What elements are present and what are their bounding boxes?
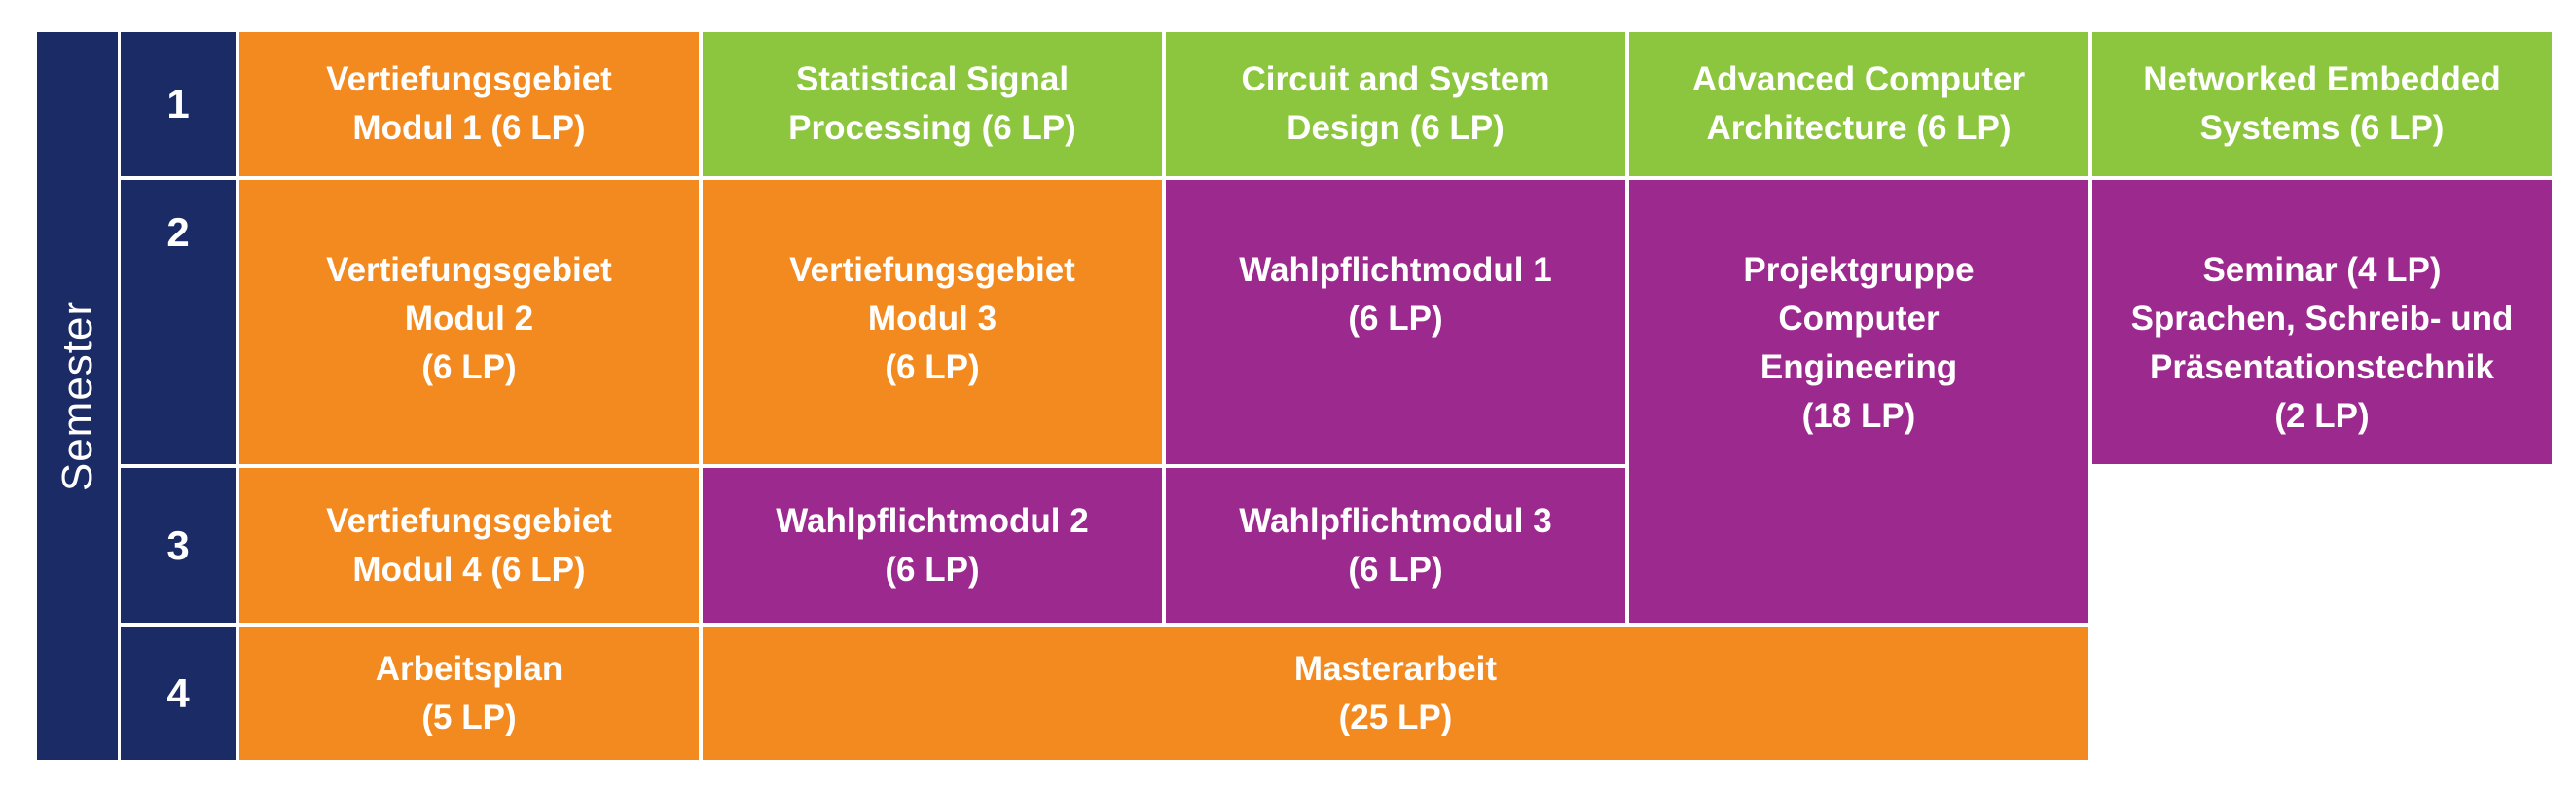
module-line: (18 LP) — [1801, 397, 1916, 435]
semester-number-2-label: 2 — [166, 209, 190, 255]
module-line: Masterarbeit — [1293, 649, 1498, 688]
module-line: Arbeitsplan — [375, 649, 563, 688]
semester-number-1: 1 — [121, 32, 236, 176]
module-line: (25 LP) — [1338, 698, 1453, 736]
module-line: (6 LP) — [1348, 300, 1443, 338]
module-networked-embedded-systems: Networked Embedded Systems (6 LP) — [2092, 32, 2552, 176]
module-vertiefungsgebiet-4: Vertiefungsgebiet Modul 4 (6 LP) — [239, 468, 699, 623]
module-line: Wahlpflichtmodul 1 — [1239, 251, 1552, 289]
module-arbeitsplan: Arbeitsplan (5 LP) — [239, 627, 699, 760]
module-line: Vertiefungsgebiet — [326, 60, 612, 98]
semester-number-4: 4 — [121, 627, 236, 760]
module-seminar: Seminar (4 LP) Sprachen, Schreib- und Pr… — [2092, 180, 2552, 464]
module-line: Architecture (6 LP) — [1706, 109, 2012, 147]
module-vertiefungsgebiet-2: Vertiefungsgebiet Modul 2 (6 LP) — [239, 180, 699, 464]
module-line: (2 LP) — [2274, 397, 2370, 435]
module-wahlpflichtmodul-2: Wahlpflichtmodul 2 (6 LP) — [703, 468, 1162, 623]
module-line: Vertiefungsgebiet — [789, 251, 1075, 289]
module-vertiefungsgebiet-3: Vertiefungsgebiet Modul 3 (6 LP) — [703, 180, 1162, 464]
module-line: Design (6 LP) — [1287, 109, 1505, 147]
module-line: Vertiefungsgebiet — [326, 251, 612, 289]
module-line: Projektgruppe — [1743, 251, 1975, 289]
module-line: Wahlpflichtmodul 3 — [1239, 501, 1552, 540]
module-line: Computer — [1778, 300, 1940, 338]
module-line: Modul 2 — [404, 300, 534, 338]
module-line: Systems (6 LP) — [2199, 109, 2445, 147]
module-masterarbeit: Masterarbeit (25 LP) — [703, 627, 2088, 760]
module-line: Circuit and System — [1241, 60, 1550, 98]
module-line: (5 LP) — [421, 698, 517, 736]
semester-axis-label: Semester — [53, 300, 101, 492]
semester-axis: Semester — [37, 32, 118, 760]
module-line: Modul 1 (6 LP) — [352, 109, 586, 147]
module-vertiefungsgebiet-1: Vertiefungsgebiet Modul 1 (6 LP) — [239, 32, 699, 176]
module-line: Advanced Computer — [1691, 60, 2026, 98]
module-projektgruppe: Projektgruppe Computer Engineering (18 L… — [1629, 180, 2088, 623]
module-circuit-system-design: Circuit and System Design (6 LP) — [1166, 32, 1625, 176]
module-wahlpflichtmodul-3: Wahlpflichtmodul 3 (6 LP) — [1166, 468, 1625, 623]
module-line: Processing (6 LP) — [788, 109, 1076, 147]
module-line: (6 LP) — [885, 550, 980, 589]
semester-number-2: 2 — [121, 180, 236, 464]
module-line: Networked Embedded — [2143, 60, 2501, 98]
semester-number-1-label: 1 — [166, 81, 190, 126]
module-line: Seminar (4 LP) — [2202, 251, 2442, 289]
module-line: Präsentationstechnik — [2150, 348, 2494, 386]
module-line: Statistical Signal — [795, 60, 1070, 98]
module-line: Vertiefungsgebiet — [326, 501, 612, 540]
semester-number-4-label: 4 — [166, 669, 190, 716]
module-line: Modul 3 — [867, 300, 998, 338]
module-line: (6 LP) — [421, 348, 517, 386]
semester-number-3: 3 — [121, 468, 236, 623]
module-line: Engineering — [1760, 348, 1958, 386]
module-line: (6 LP) — [885, 348, 980, 386]
module-line: Modul 4 (6 LP) — [352, 550, 586, 589]
module-wahlpflichtmodul-1: Wahlpflichtmodul 1 (6 LP) — [1166, 180, 1625, 464]
module-line: (6 LP) — [1348, 550, 1443, 589]
module-line: Sprachen, Schreib- und — [2130, 300, 2514, 338]
module-statistical-signal-processing: Statistical Signal Processing (6 LP) — [703, 32, 1162, 176]
module-advanced-computer-architecture: Advanced Computer Architecture (6 LP) — [1629, 32, 2088, 176]
module-line: Wahlpflichtmodul 2 — [776, 501, 1089, 540]
semester-number-3-label: 3 — [166, 521, 190, 568]
